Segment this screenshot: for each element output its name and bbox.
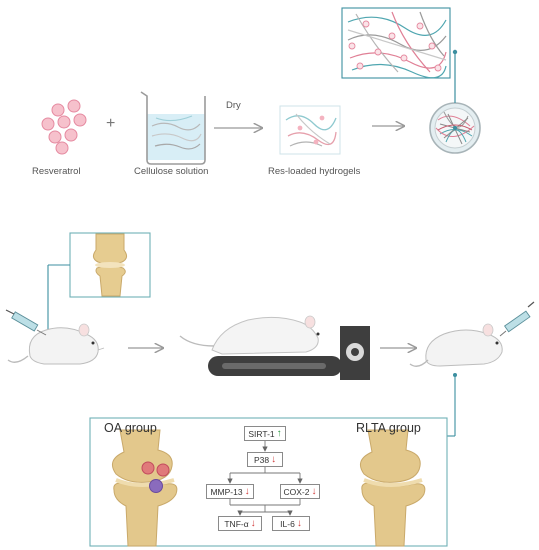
pathway-node-name: COX-2	[283, 486, 310, 497]
dry-label: Dry	[226, 100, 241, 111]
beaker-icon	[140, 91, 206, 165]
cellulose-solution-label: Cellulose solution	[134, 166, 209, 177]
mouse-icon	[409, 323, 503, 367]
resveratrol-cluster-icon	[41, 99, 87, 155]
pathway-connectors	[227, 441, 303, 516]
pathway-node-mmp13: MMP-13 ↓	[206, 484, 254, 499]
down-arrow-icon: ↓	[244, 485, 250, 497]
pathway-node-name: IL-6	[280, 518, 295, 529]
up-arrow-icon: ↑	[276, 427, 282, 439]
pathway-node-sirt1: SIRT-1 ↑	[244, 426, 286, 441]
pathway-node-name: MMP-13	[210, 486, 243, 497]
plus-sign: +	[106, 115, 115, 132]
pathway-node-cox2: COX-2 ↓	[280, 484, 320, 499]
mouse-icon	[7, 323, 105, 365]
knee-joint-icon	[69, 232, 151, 298]
treadmill-icon	[179, 315, 370, 380]
down-arrow-icon: ↓	[250, 517, 256, 529]
pathway-node-tnfa: TNF-α ↓	[218, 516, 262, 531]
oa-group-label: OA group	[104, 421, 157, 435]
syringe-icon	[5, 309, 47, 336]
pathway-node-name: TNF-α	[224, 518, 249, 529]
fiber-zoom-box	[341, 7, 451, 79]
down-arrow-icon: ↓	[311, 485, 317, 497]
resveratrol-label: Resveratrol	[32, 166, 81, 177]
pathway-node-il6: IL-6 ↓	[272, 516, 310, 531]
rlta-group-label: RLTA group	[356, 421, 421, 435]
syringe-icon	[499, 301, 535, 337]
down-arrow-icon: ↓	[296, 517, 302, 529]
pathway-node-p38: P38 ↓	[247, 452, 283, 467]
inflammation-marker-icon	[141, 461, 170, 493]
hydrogels-label: Res-loaded hydrogels	[268, 166, 361, 177]
pathway-node-name: SIRT-1	[248, 428, 275, 439]
down-arrow-icon: ↓	[271, 453, 277, 465]
rlta-knee-icon	[359, 429, 426, 547]
pathway-node-name: P38	[253, 454, 270, 465]
hydrogel-icon	[279, 105, 341, 155]
